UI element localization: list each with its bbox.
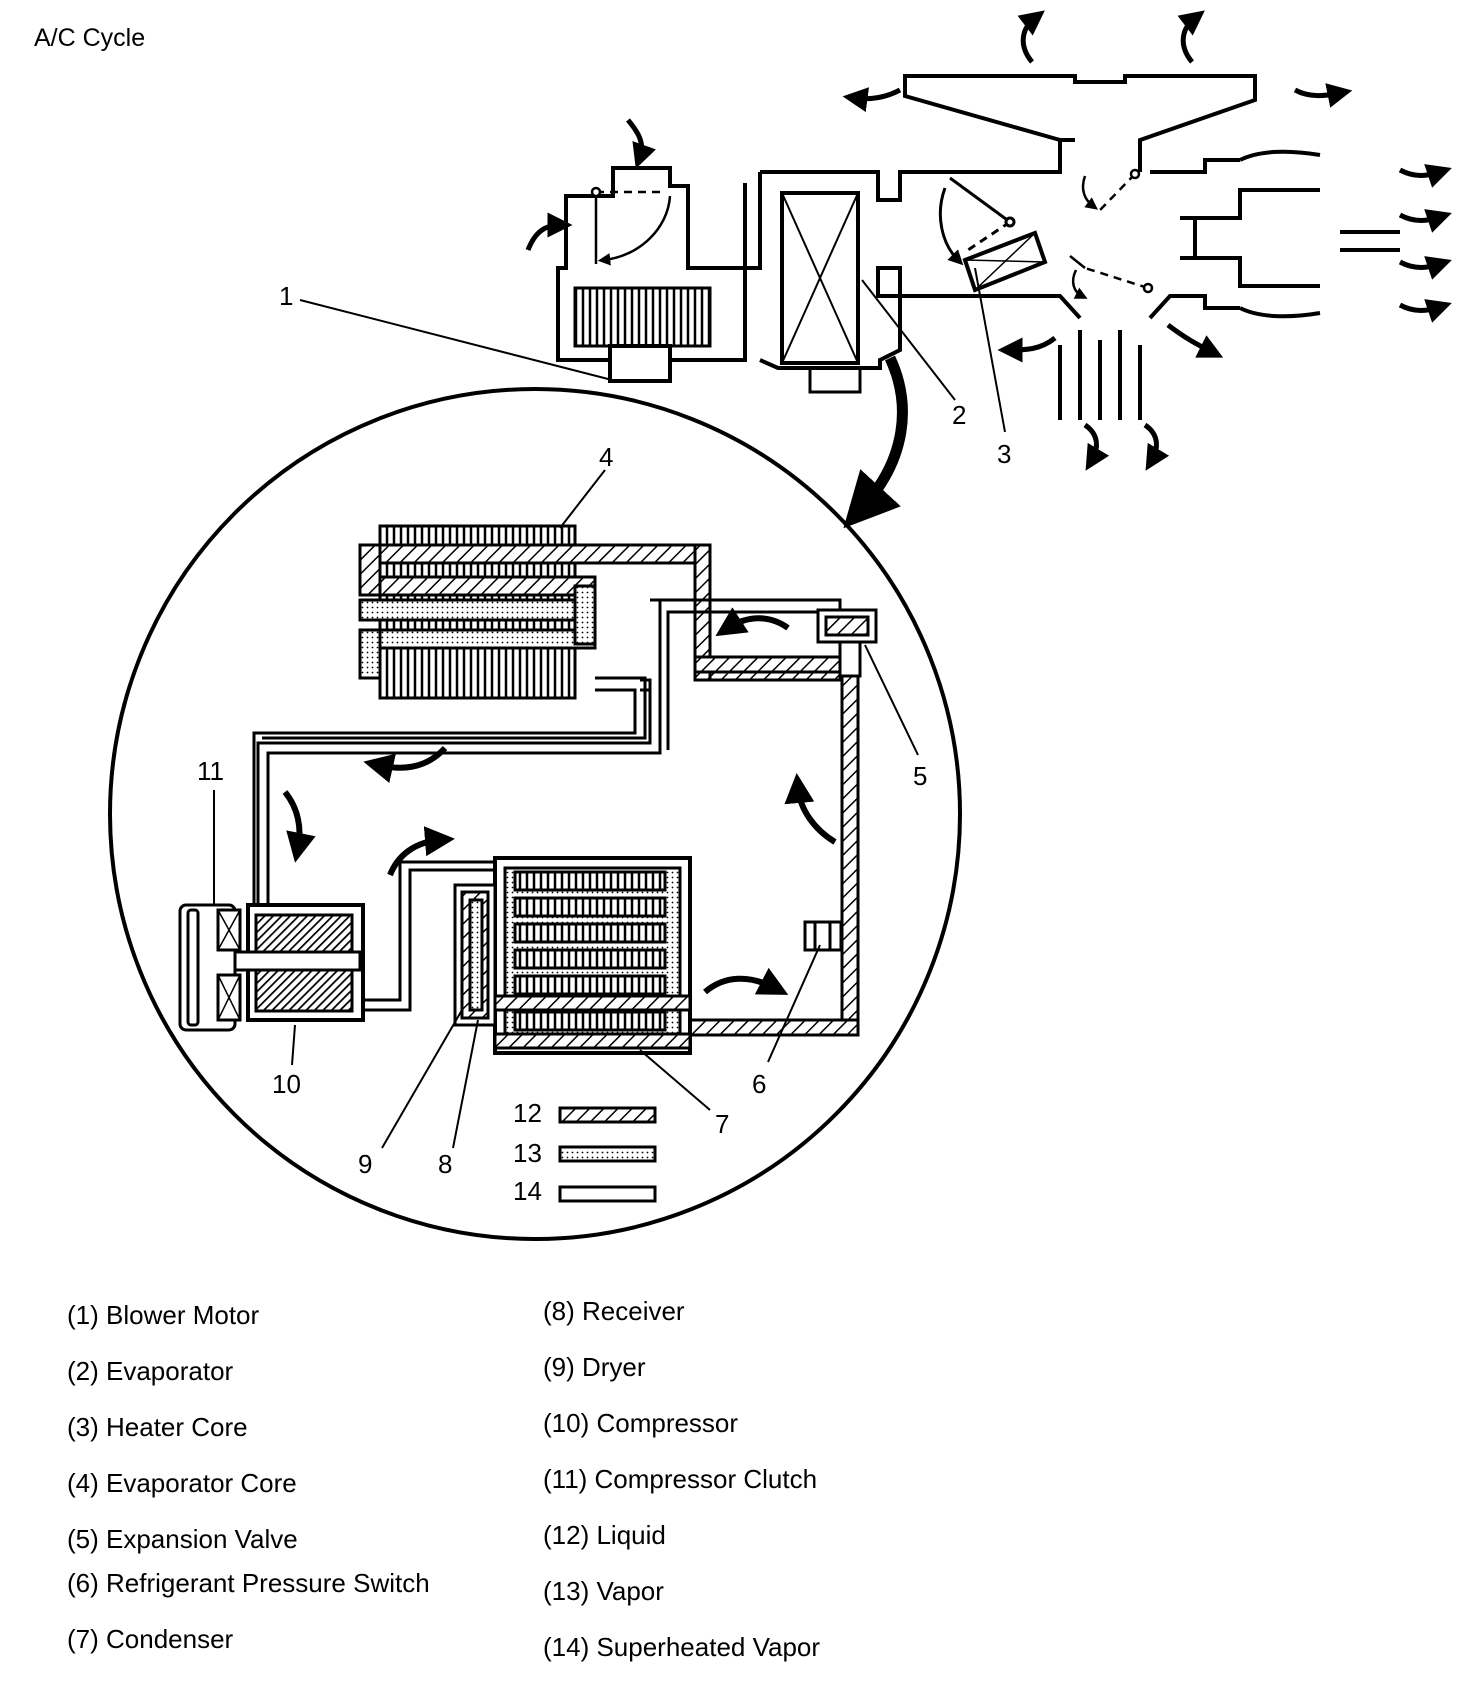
detail-circle [108, 387, 962, 1241]
hvac-module [556, 74, 1400, 420]
expansion-valve [816, 608, 878, 678]
recirc-door [590, 186, 672, 266]
legend-item: (8) Receiver [543, 1296, 685, 1326]
evaporator [780, 191, 860, 365]
ac-cycle-diagram: 1 2 3 4 5 6 7 8 9 10 11 12 13 14 [108, 10, 1452, 1241]
mode-doors [1069, 168, 1154, 299]
legend-item: (9) Dryer [543, 1352, 646, 1382]
legend-item: (2) Evaporator [67, 1356, 234, 1386]
zoom-arrow [843, 355, 908, 529]
legend-item: (12) Liquid [543, 1520, 666, 1550]
callout-2: 2 [952, 400, 966, 430]
blower-wheel [573, 286, 712, 348]
legend-item: (5) Expansion Valve [67, 1524, 298, 1554]
callout-numbers: 1 2 3 4 5 6 7 8 9 10 11 12 13 14 [197, 281, 1011, 1206]
vapor-swatch [558, 1145, 657, 1163]
legend-item: (3) Heater Core [67, 1412, 248, 1442]
receiver-dryer [453, 883, 497, 1027]
callout-14: 14 [513, 1176, 542, 1206]
page-title: A/C Cycle [34, 24, 146, 52]
compressor-clutch [178, 903, 242, 1032]
callout-6: 6 [752, 1069, 766, 1099]
blower-motor [608, 344, 672, 383]
key-swatches [558, 1106, 657, 1203]
callout-11: 11 [197, 756, 224, 786]
evaporator-core [358, 524, 697, 700]
callout-1: 1 [279, 281, 293, 311]
liquid-swatch [558, 1106, 657, 1124]
callout-3: 3 [997, 439, 1011, 469]
legend-item: (6) Refrigerant Pressure Switch [67, 1568, 430, 1598]
refrigerant-flow-arrows [282, 607, 837, 995]
airflow-arrows [525, 10, 1452, 471]
legend-item: (7) Condenser [67, 1624, 234, 1654]
legend-item: (4) Evaporator Core [67, 1468, 297, 1498]
superheated-vapor-swatch [558, 1185, 657, 1203]
callout-10: 10 [272, 1069, 301, 1099]
callout-8: 8 [438, 1149, 452, 1179]
callout-12: 12 [513, 1098, 542, 1128]
legend-item: (11) Compressor Clutch [543, 1464, 818, 1494]
compressor [208, 903, 365, 1022]
condenser [493, 856, 692, 1055]
heater-core [938, 176, 1048, 293]
legend-item: (14) Superheated Vapor [543, 1632, 821, 1662]
pressure-switch [803, 920, 843, 952]
legend-item: (10) Compressor [543, 1408, 739, 1438]
legend-item: (13) Vapor [543, 1576, 664, 1606]
callout-5: 5 [913, 761, 927, 791]
leader-lines [213, 267, 1006, 1149]
callout-13: 13 [513, 1138, 542, 1168]
callout-9: 9 [358, 1149, 372, 1179]
legend-item: (1) Blower Motor [67, 1300, 260, 1330]
callout-4: 4 [599, 442, 613, 472]
callout-7: 7 [715, 1109, 729, 1139]
